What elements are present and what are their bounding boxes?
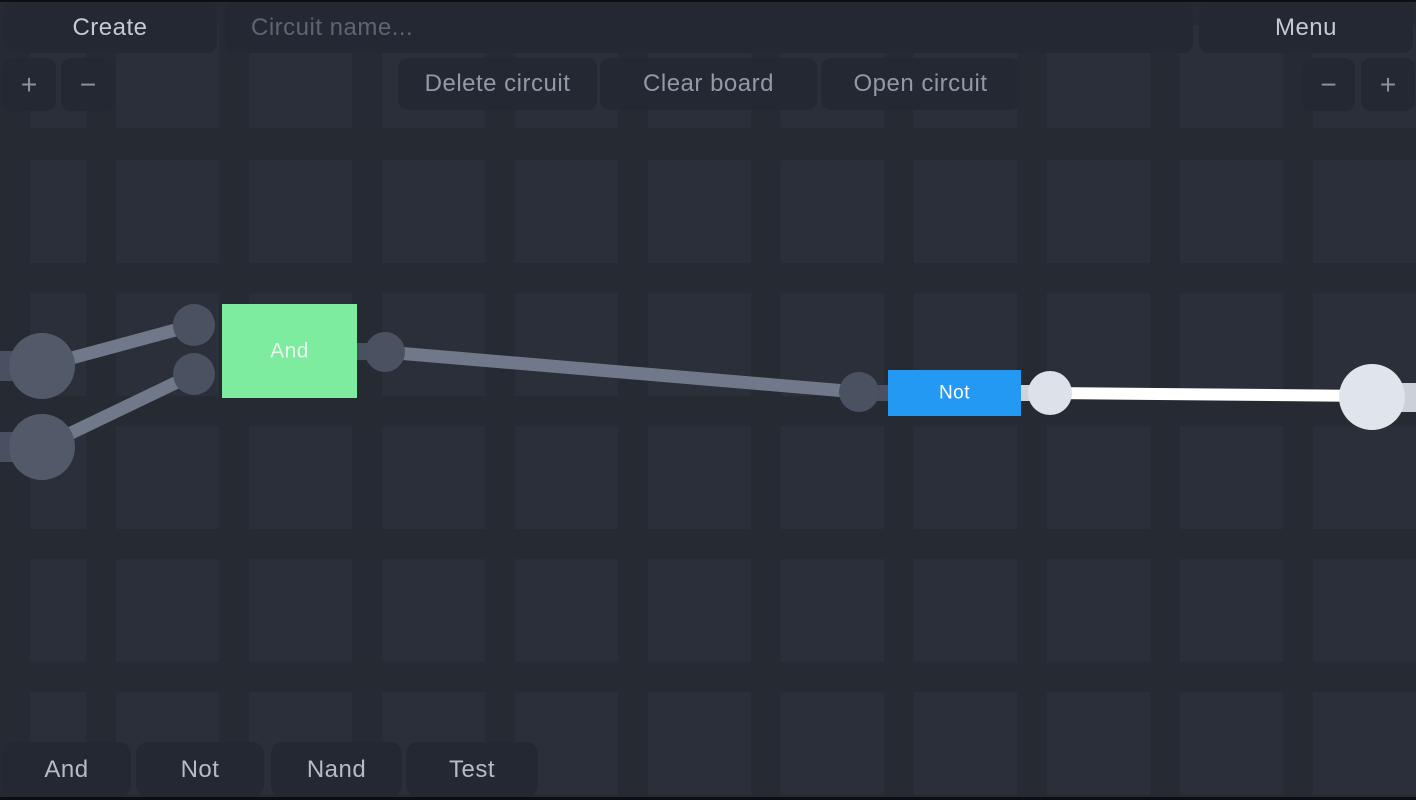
bottom-edge-strip xyxy=(0,797,1416,800)
open-circuit-button[interactable]: Open circuit xyxy=(821,58,1020,110)
clear-board-button[interactable]: Clear board xyxy=(600,58,817,110)
gate-label: Not xyxy=(939,383,970,404)
gate-label: And xyxy=(270,340,309,363)
zoom-out-button-right[interactable]: − xyxy=(1302,58,1355,111)
palette-item-and[interactable]: And xyxy=(2,742,131,797)
delete-circuit-button[interactable]: Delete circuit xyxy=(398,58,597,110)
wire-off[interactable] xyxy=(384,345,859,399)
zoom-in-button-left[interactable]: + xyxy=(2,58,56,111)
zoom-in-button-right[interactable]: + xyxy=(1361,58,1415,111)
palette-item-not[interactable]: Not xyxy=(136,742,264,797)
menu-button[interactable]: Menu xyxy=(1199,2,1413,53)
wire-on[interactable] xyxy=(1049,387,1373,402)
input-node[interactable] xyxy=(9,333,75,399)
palette-item-test[interactable]: Test xyxy=(406,742,538,797)
gate-not[interactable] xyxy=(888,370,1021,416)
gate-input-node[interactable] xyxy=(839,372,879,412)
gate-output-node[interactable] xyxy=(365,332,405,372)
create-button[interactable]: Create xyxy=(3,2,217,53)
output-node[interactable] xyxy=(1339,364,1405,430)
gate-output-node[interactable] xyxy=(1028,371,1072,415)
top-edge-strip xyxy=(0,0,1416,2)
circuit-name-input[interactable] xyxy=(225,2,1193,53)
gate-input-node[interactable] xyxy=(173,304,215,346)
palette-item-nand[interactable]: Nand xyxy=(271,742,402,797)
gate-and[interactable] xyxy=(222,304,357,398)
gate-input-node[interactable] xyxy=(173,353,215,395)
zoom-out-button-left[interactable]: − xyxy=(61,58,115,111)
input-node[interactable] xyxy=(9,414,75,480)
